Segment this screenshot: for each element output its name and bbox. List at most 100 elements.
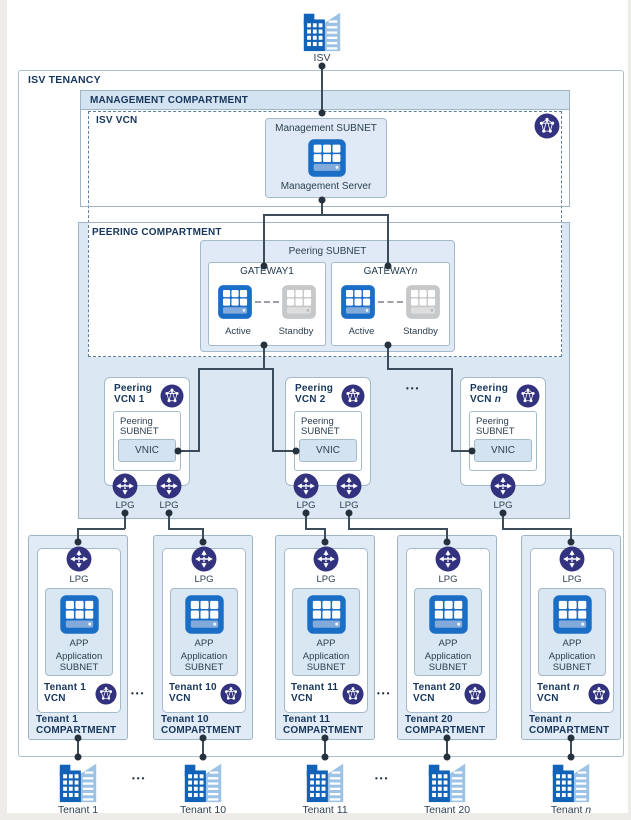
connector-dot — [318, 62, 326, 70]
connector-dot — [260, 262, 268, 270]
app-subnet-label2: SUBNET — [59, 662, 99, 673]
connector-line — [387, 345, 389, 369]
tenant-vcn-title2: VCN — [413, 693, 435, 704]
connector-line — [570, 738, 572, 757]
gateway1-standby-server-icon — [281, 284, 317, 320]
management-server-icon — [307, 138, 347, 178]
app-subnet-label2: SUBNET — [428, 662, 468, 673]
connector-line — [446, 738, 448, 757]
ellipsis: ••• — [132, 774, 147, 783]
tenant-compartment-title: Tenant 1 — [36, 714, 78, 725]
connector-dot — [567, 538, 575, 546]
gateway1-active-label: Active — [225, 326, 251, 337]
gatewayn-active-label: Active — [348, 326, 375, 337]
connector-dot — [292, 447, 300, 455]
peering-subnet-1-label2: SUBNET — [120, 426, 159, 437]
peering-vcn-1-title2: VCN 1 — [114, 394, 145, 405]
connector-dot — [121, 509, 129, 517]
vcn-icon — [95, 683, 117, 705]
tenant-vcn-title: Tenant 11 — [291, 682, 339, 693]
vcn-icon — [588, 683, 610, 705]
divider — [80, 206, 570, 207]
lpg-label: LPG — [493, 500, 513, 511]
gateway1-title: GATEWAY1 — [240, 266, 294, 277]
tenant-compartment-title2: COMPARTMENT — [529, 725, 610, 736]
gateway1-active-server-icon — [217, 284, 253, 320]
tenant-building-icon — [548, 758, 594, 804]
peering-subnet-2-label: Peering — [301, 416, 334, 427]
connector-line — [263, 214, 265, 266]
management-compartment-header — [80, 90, 570, 110]
tenant-10-compartment: LPG APP Application SUBNET Tenant 10 VCN… — [153, 535, 253, 740]
connector-dot — [74, 734, 82, 742]
app-subnet-box: APP Application SUBNET — [45, 588, 113, 676]
gatewayn-standby-server-icon — [405, 284, 441, 320]
app-subnet-label2: SUBNET — [306, 662, 346, 673]
lpg-label: LPG — [316, 574, 336, 585]
lpg-label: LPG — [296, 500, 316, 511]
connector-line — [263, 345, 265, 369]
tenant-compartment-title: Tenant 10 — [161, 714, 209, 725]
app-label: APP — [562, 638, 582, 649]
connector-dot — [199, 538, 207, 546]
isv-label: ISV — [313, 52, 331, 64]
lpg-icon — [191, 546, 217, 572]
page-margin — [628, 0, 631, 820]
connector-dot — [468, 447, 476, 455]
lpg-label: LPG — [438, 574, 458, 585]
connector-line — [324, 738, 326, 757]
connector-dot — [260, 341, 268, 349]
connector-line — [168, 528, 204, 530]
tenant-compartment-title2: COMPARTMENT — [283, 725, 364, 736]
tenant-compartment-title2: COMPARTMENT — [405, 725, 486, 736]
isv-tenancy-title: ISV TENANCY — [28, 74, 101, 86]
connector-dot — [499, 509, 507, 517]
ellipsis: ••• — [375, 774, 390, 783]
connector-line — [348, 512, 350, 529]
app-server-icon — [184, 594, 225, 635]
app-subnet-label: Application — [180, 651, 228, 662]
tenant-vcn-title: Tenant 20 — [413, 682, 461, 693]
connector-line — [321, 199, 323, 215]
connector-dot — [318, 196, 326, 204]
app-label: APP — [194, 638, 214, 649]
peering-vcn-n-box: Peering VCN n Peering SUBNET VNIC — [460, 377, 546, 486]
connector-dot — [199, 734, 207, 742]
connector-line — [168, 512, 170, 529]
connector-dot — [345, 509, 353, 517]
management-subnet-title: Management SUBNET — [275, 123, 377, 134]
tenant-building-label: Tenant 11 — [302, 804, 348, 816]
connector-dot — [199, 753, 207, 761]
management-subnet-box: Management SUBNET Management Server — [265, 118, 387, 198]
peering-subnet-n-label2: SUBNET — [476, 426, 515, 437]
tenant-1-compartment: LPG APP Application SUBNET Tenant 1 VCN … — [28, 535, 128, 740]
peering-subnet-title: Peering SUBNET — [288, 246, 367, 257]
connector-dot — [443, 734, 451, 742]
tenant-vcn-title: Tenant 10 — [169, 682, 217, 693]
lpg-icon — [112, 473, 138, 499]
connector-line — [198, 368, 274, 370]
peering-vcn-n-title: Peering — [470, 383, 509, 394]
vcn-icon — [464, 683, 486, 705]
lpg-icon — [490, 473, 516, 499]
gateway1-standby-label: Standby — [278, 326, 314, 337]
gateway1-box: GATEWAY1 Active Standby — [208, 262, 326, 346]
connector-dot — [74, 538, 82, 546]
connector-line — [451, 450, 472, 452]
app-server-icon — [59, 594, 100, 635]
connector-dot — [384, 262, 392, 270]
app-subnet-label: Application — [55, 651, 103, 662]
tenant-vcn-title2: VCN — [291, 693, 313, 704]
connector-line — [272, 368, 274, 451]
ellipsis: ••• — [377, 689, 392, 698]
tenant-vcn-title: Tenant n — [537, 682, 580, 693]
app-subnet-box: APP Application SUBNET — [292, 588, 360, 676]
tenant-compartment-title: Tenant 11 — [283, 714, 331, 725]
lpg-icon — [313, 546, 339, 572]
app-server-icon — [306, 594, 347, 635]
connector-line — [305, 512, 307, 529]
connector-line — [387, 214, 389, 266]
lpg-label: LPG — [562, 574, 582, 585]
tenant-building-icon — [180, 758, 226, 804]
